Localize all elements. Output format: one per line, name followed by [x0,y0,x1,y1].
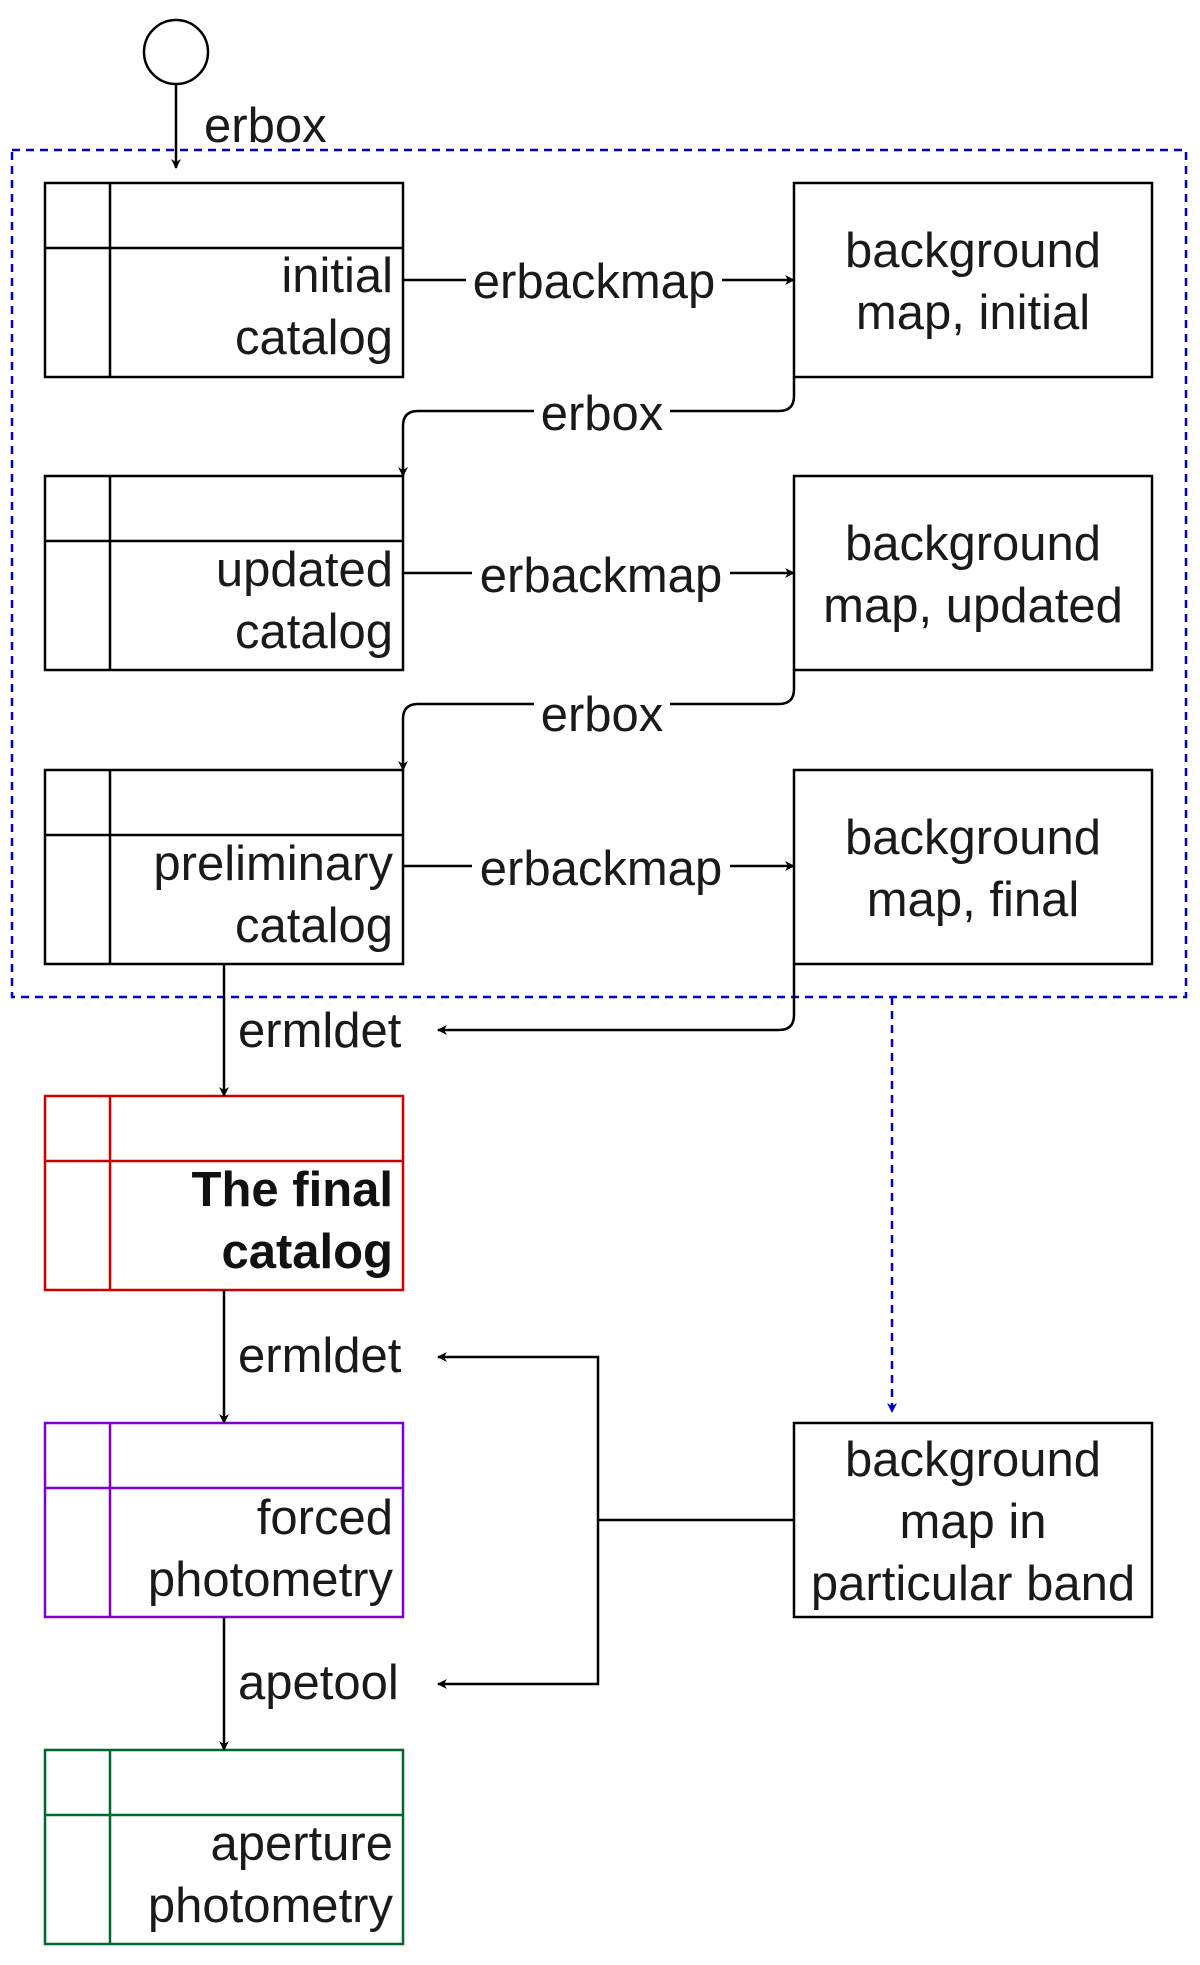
background-map-updated-label-2: map, updated [823,579,1123,633]
edge-label-erbackmap-3: erbackmap [480,842,722,896]
edge-band-to-apetool [437,1520,600,1689]
edge-label-start-erbox: erbox [204,99,327,153]
aperture-photometry-table: aperture photometry [43,1748,405,1946]
forced-photometry-label-2: photometry [148,1553,394,1607]
start-node [142,18,210,86]
aperture-photometry-label-1: aperture [210,1817,393,1871]
preliminary-catalog-label-2: catalog [235,899,393,953]
updated-catalog-label-2: catalog [235,605,393,659]
final-catalog-table: The final catalog [43,1094,405,1292]
updated-catalog-label-1: updated [216,543,393,597]
edge-label-ermldet-2: ermldet [238,1329,402,1383]
edge-bg-final-to-ermldet [437,964,796,1035]
edge-label-ermldet-1: ermldet [238,1004,402,1058]
initial-catalog-table: initial catalog [43,181,405,379]
edge-label-erbackmap-1: erbackmap [473,255,715,309]
background-map-final-box: background map, final [792,768,1154,966]
background-map-band-label-2: map in [899,1495,1046,1549]
edge-label-erbox-1: erbox [541,387,664,441]
initial-catalog-label-1: initial [281,249,393,303]
iteration-group [10,148,1188,999]
background-map-final-label-2: map, final [867,873,1079,927]
background-map-band-box: background map in particular band [792,1421,1154,1619]
background-map-final-label-1: background [845,811,1101,865]
final-catalog-label-1: The final [192,1163,393,1217]
background-map-updated-box: background map, updated [792,474,1154,672]
background-map-initial-box: background map, initial [792,181,1154,379]
edge-label-erbackmap-2: erbackmap [480,549,722,603]
updated-catalog-table: updated catalog [43,474,405,672]
preliminary-catalog-label-1: preliminary [153,837,393,891]
preliminary-catalog-table: preliminary catalog [43,768,405,966]
background-map-initial-label-2: map, initial [856,286,1090,340]
final-catalog-label-2: catalog [221,1225,393,1279]
edge-band-to-ermldet [437,1352,600,1520]
background-map-updated-label-1: background [845,517,1101,571]
edge-label-apetool: apetool [238,1656,399,1710]
initial-catalog-label-2: catalog [235,311,393,365]
edge-label-erbox-2: erbox [541,688,664,742]
background-map-band-label-1: background [845,1433,1101,1487]
background-map-band-label-3: particular band [811,1557,1135,1611]
background-map-initial-label-1: background [845,224,1101,278]
aperture-photometry-label-2: photometry [148,1879,394,1933]
forced-photometry-label-1: forced [257,1491,393,1545]
forced-photometry-table: forced photometry [43,1421,405,1619]
